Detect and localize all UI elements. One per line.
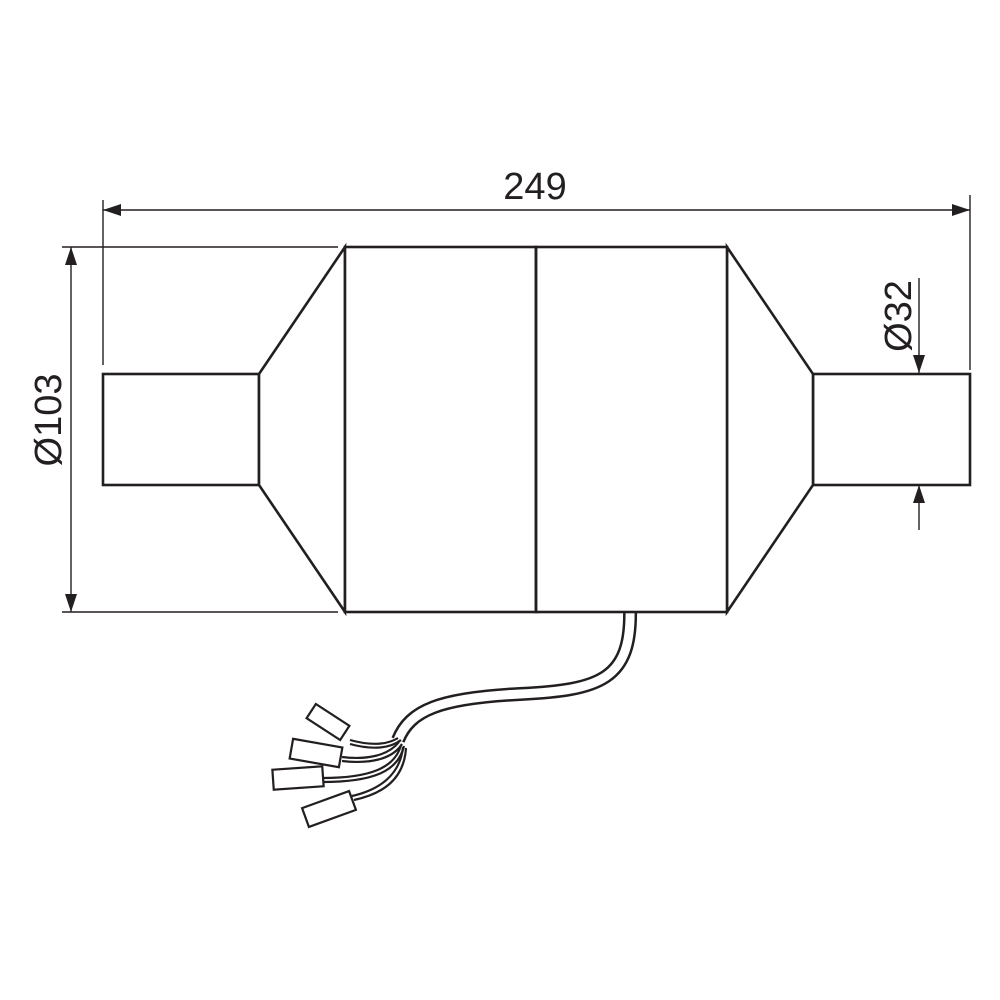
arrow-down: [65, 594, 77, 612]
arrow-up: [65, 247, 77, 265]
cable-sheath: [391, 607, 638, 743]
body-right-half: [534, 245, 729, 614]
cable-sheath-inner: [393, 607, 635, 742]
wire-2b: [341, 743, 403, 764]
length-label: 249: [503, 166, 566, 208]
cable: [391, 607, 638, 743]
arrow-left: [103, 204, 121, 216]
dimension-body-diameter: Ø103: [28, 247, 77, 612]
dimension-overall-length: 249: [103, 166, 970, 216]
left-pipe: [101, 372, 261, 487]
wire-4: [351, 746, 405, 798]
arrow-pipe-up: [913, 485, 925, 503]
wire-3: [321, 744, 403, 780]
pipe-diameter-label: Ø32: [878, 280, 920, 352]
wires: [321, 737, 408, 802]
right-pipe: [811, 372, 972, 487]
connector-3: [271, 765, 325, 791]
connectors: [271, 702, 358, 829]
extension-lines: [62, 195, 971, 613]
dimension-pipe-diameter: Ø32: [878, 278, 925, 530]
connector-4: [300, 789, 358, 829]
connector-1: [305, 702, 351, 742]
wire-1: [349, 737, 399, 745]
connector-2: [288, 737, 344, 769]
wire-4b: [353, 747, 408, 802]
device-body: [101, 242, 972, 617]
left-cone: [257, 242, 347, 617]
right-cone: [725, 242, 815, 617]
body-diameter-label: Ø103: [28, 374, 70, 467]
body-left-half: [343, 245, 538, 614]
wire-2: [341, 741, 400, 760]
arrow-pipe-down: [913, 355, 925, 373]
arrow-right: [952, 204, 970, 216]
